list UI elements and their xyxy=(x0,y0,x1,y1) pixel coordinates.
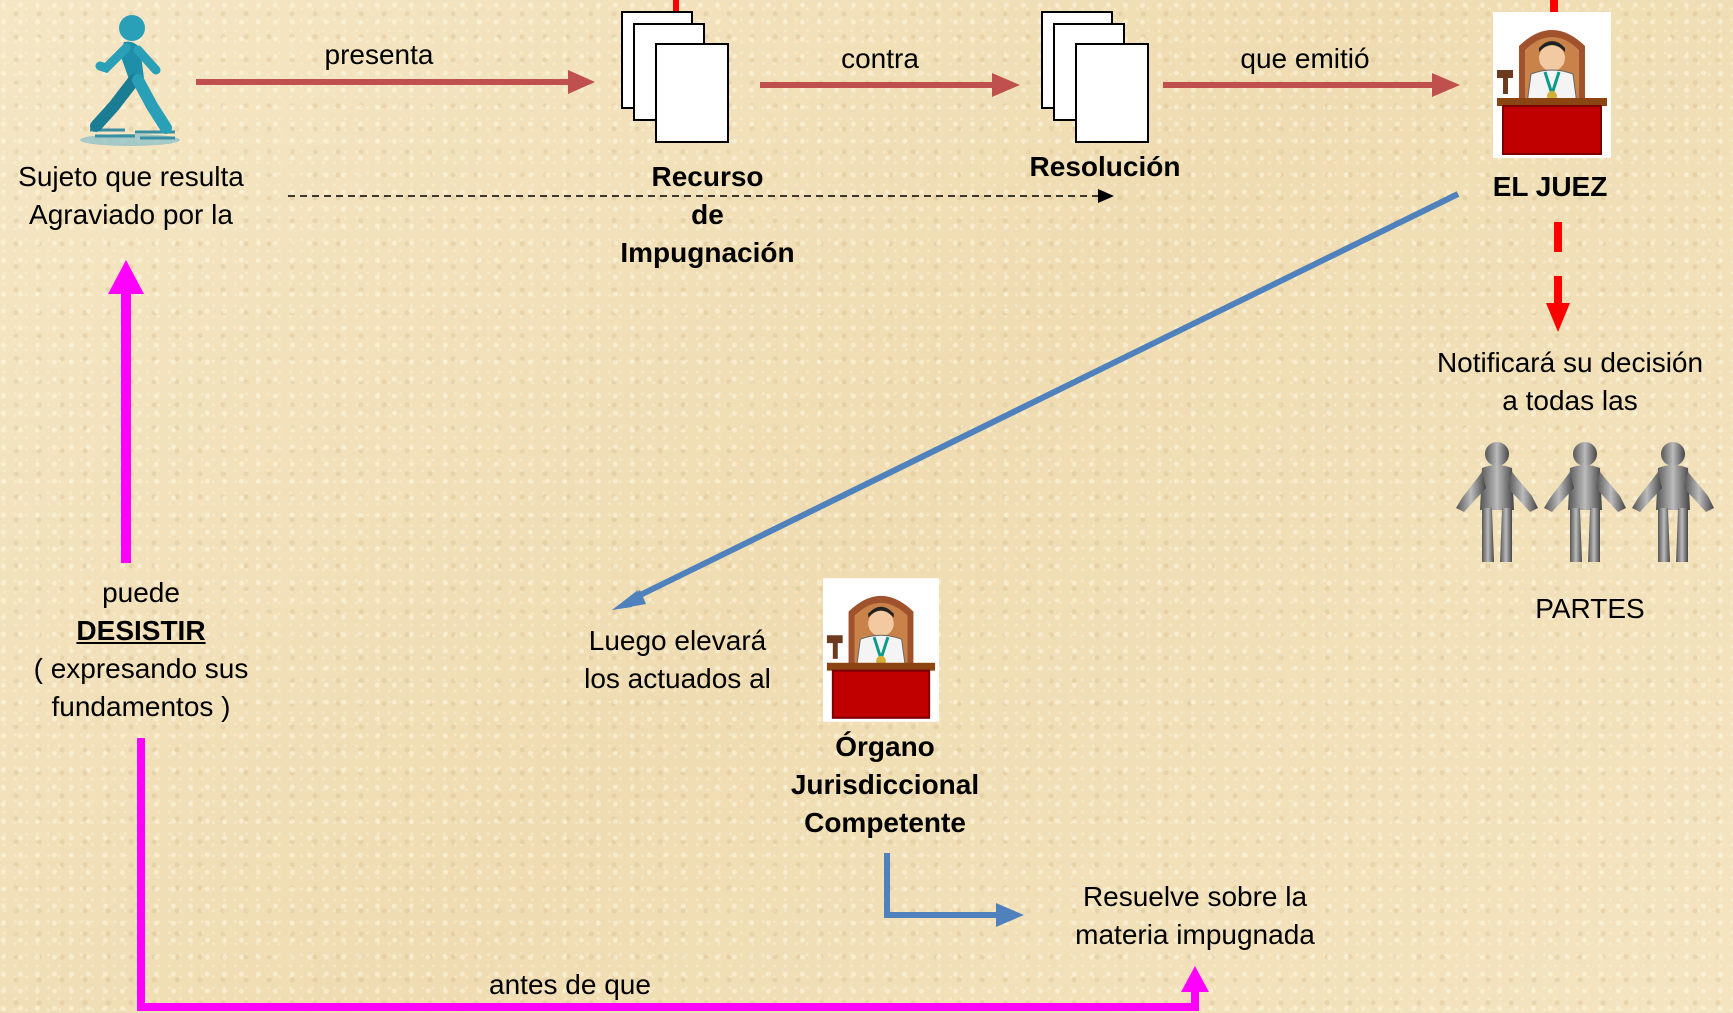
subject-label: Sujeto que resulta Agraviado por la xyxy=(0,158,262,234)
arrow-que-emitio xyxy=(1163,73,1460,97)
walking-person-icon xyxy=(80,15,180,146)
arrow-juez-to-organo xyxy=(612,191,1460,610)
notifica-label: Notificará su decisión a todas las xyxy=(1405,344,1733,420)
arrow-organo-to-resuelve xyxy=(884,853,1024,927)
recurso-line1: Recurso xyxy=(651,161,764,192)
documents-icon-resolucion xyxy=(1041,11,1149,143)
partes-label: PARTES xyxy=(1535,593,1645,624)
elevara-line2: los actuados al xyxy=(584,663,771,694)
documents-icon-recurso xyxy=(621,11,729,143)
desistir-label: puede DESISTIR ( expresando sus fundamen… xyxy=(0,574,282,726)
juez-label: EL JUEZ xyxy=(1492,171,1608,202)
notifica-line1: Notificará su decisión xyxy=(1436,347,1704,378)
arrow-desistir-up xyxy=(108,260,144,563)
notifica-line2: a todas las xyxy=(1502,385,1638,416)
organo-line1: Órgano xyxy=(835,731,935,762)
organo-line2: Jurisdiccional xyxy=(790,769,980,800)
label-que-emitio: que emitió xyxy=(1240,43,1370,74)
label-contra: contra xyxy=(841,43,919,74)
resuelve-line2: materia impugnada xyxy=(1075,919,1315,950)
arrow-contra xyxy=(760,73,1020,97)
elevara-label: Luego elevará los actuados al xyxy=(560,622,795,698)
resolucion-label: Resolución xyxy=(1029,151,1181,182)
resuelve-label: Resuelve sobre la materia impugnada xyxy=(1040,878,1350,954)
organo-line3: Competente xyxy=(804,807,966,838)
recurso-line3: Impugnación xyxy=(620,237,795,268)
subject-line1: Sujeto que resulta xyxy=(18,161,244,192)
desistir-line2: DESISTIR xyxy=(76,615,206,646)
elevara-line1: Luego elevará xyxy=(588,625,767,656)
desistir-line3: ( expresando sus xyxy=(33,653,249,684)
arrow-juez-to-partes xyxy=(1546,222,1570,332)
desistir-line1: puede xyxy=(102,577,180,608)
subject-line2: Agraviado por la xyxy=(29,199,233,230)
resuelve-line1: Resuelve sobre la xyxy=(1082,881,1308,912)
arrow-desistir-antes xyxy=(137,738,1209,1011)
people-icon xyxy=(1456,442,1714,562)
label-presenta: presenta xyxy=(324,39,434,70)
organo-label: Órgano Jurisdiccional Competente xyxy=(760,728,1010,842)
judge-icon-juez xyxy=(1493,12,1611,158)
recurso-label: Recurso de Impugnación xyxy=(580,158,835,272)
desistir-line4: fundamentos ) xyxy=(51,691,231,722)
recurso-line2: de xyxy=(691,199,724,230)
judge-icon-organo xyxy=(823,578,939,722)
arrow-presenta xyxy=(196,70,595,94)
label-antes-de-que: antes de que xyxy=(489,969,651,1000)
